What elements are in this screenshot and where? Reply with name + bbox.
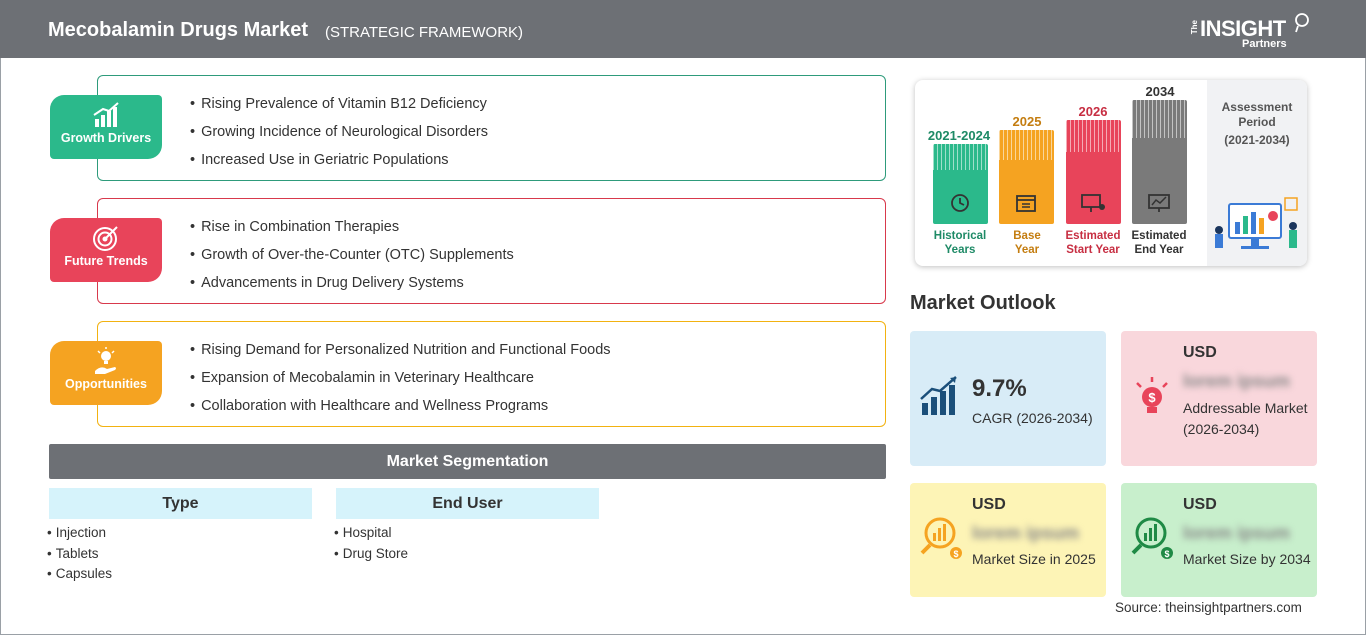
header-bar: Mecobalamin Drugs Market (STRATEGIC FRAM…	[0, 0, 1366, 58]
assessment-title-line2: Period	[1238, 115, 1276, 129]
start-year-pillar	[1066, 120, 1121, 224]
cagr-label: CAGR (2026-2034)	[972, 410, 1093, 426]
magnifier-chart-icon: $	[920, 517, 962, 559]
base-year-label-line2: Year	[1014, 244, 1040, 256]
list-item: Expansion of Mecobalamin in Veterinary H…	[190, 370, 611, 398]
end-year-label: Estimated End Year	[1119, 229, 1199, 257]
opportunities-badge: Opportunities	[50, 341, 162, 405]
base-year-label: Base Year	[987, 229, 1067, 257]
growth-drivers-box: Rising Prevalence of Vitamin B12 Deficie…	[97, 75, 886, 181]
end-year-pillar	[1132, 100, 1187, 224]
end-year-label-line2: End Year	[1134, 244, 1184, 256]
page-title: Mecobalamin Drugs Market	[48, 19, 309, 41]
end-year: 2034	[1145, 84, 1175, 99]
segment-type-list: Injection Tablets Capsules	[47, 525, 112, 587]
list-item: Collaboration with Healthcare and Wellne…	[190, 398, 611, 426]
size-2025-value: lorem ipsum	[972, 523, 1080, 543]
end-year-label-line1: Estimated	[1131, 230, 1187, 242]
page-subtitle: (STRATEGIC FRAMEWORK)	[325, 24, 524, 41]
historical-label: Historical Years	[920, 229, 1000, 257]
svg-text:$: $	[1148, 390, 1156, 405]
base-year-label-line1: Base	[1013, 230, 1041, 242]
segment-end-user-header: End User	[336, 488, 599, 519]
list-item: Growing Incidence of Neurological Disord…	[190, 124, 488, 152]
segmentation-header: Market Segmentation	[49, 444, 886, 479]
market-outlook-title: Market Outlook	[910, 292, 1056, 314]
opportunities-label: Opportunities	[65, 377, 147, 391]
list-item: Drug Store	[334, 546, 408, 567]
analytics-screen-icon	[1148, 194, 1170, 212]
history-clock-icon	[951, 194, 969, 212]
size-2034-currency: USD	[1183, 496, 1217, 513]
start-year-label-line1: Estimated	[1065, 230, 1121, 242]
logo-partners: Partners	[1242, 38, 1287, 50]
start-year: 2026	[1078, 104, 1108, 119]
list-item: Injection	[47, 525, 112, 546]
future-trends-badge: Future Trends	[50, 218, 162, 282]
logo-bulb-icon	[1295, 13, 1309, 33]
analytics-people-icon	[1215, 197, 1298, 249]
base-year-pillar	[999, 130, 1054, 224]
svg-text:$: $	[1164, 549, 1169, 559]
assessment-title: Assessment Period	[1207, 100, 1307, 130]
svg-text:$: $	[953, 549, 958, 559]
list-item: Hospital	[334, 525, 408, 546]
future-trends-label: Future Trends	[64, 254, 148, 268]
list-item: Capsules	[47, 566, 112, 587]
historical-label-line1: Historical	[933, 230, 987, 242]
lightbulb-hand-icon	[95, 347, 116, 374]
opportunities-list: Rising Demand for Personalized Nutrition…	[190, 342, 611, 426]
addressable-label: Addressable Market (2026-2034)	[1183, 400, 1308, 437]
start-year-label: Estimated Start Year	[1053, 229, 1133, 257]
dollar-bulb-icon: $	[1136, 377, 1168, 413]
logo-the: The	[1190, 20, 1199, 35]
list-item: Rising Prevalence of Vitamin B12 Deficie…	[190, 96, 488, 124]
growth-chart-icon	[93, 102, 119, 127]
size-2034-label: Market Size by 2034	[1183, 551, 1311, 567]
assessment-period: (2021-2034)	[1224, 133, 1290, 147]
future-trends-list: Rise in Combination Therapies Growth of …	[190, 219, 514, 303]
addressable-value: lorem ipsum	[1183, 371, 1291, 391]
assessment-title-line1: Assessment	[1221, 100, 1293, 114]
growth-drivers-list: Rising Prevalence of Vitamin B12 Deficie…	[190, 96, 488, 180]
target-icon	[93, 226, 118, 251]
size-2025-currency: USD	[972, 496, 1006, 513]
list-item: Increased Use in Geriatric Populations	[190, 152, 488, 180]
cagr-value: 9.7%	[972, 375, 1027, 402]
opportunities-box: Rising Demand for Personalized Nutrition…	[97, 321, 886, 427]
assessment-period-panel: Assessment Period (2021-2034)	[1207, 80, 1307, 266]
cagr-card: 9.7% CAGR (2026-2034)	[910, 331, 1106, 466]
growth-bars-icon	[920, 376, 957, 415]
magnifier-growth-icon: $	[1131, 517, 1173, 559]
source-citation: Source: theinsightpartners.com	[1115, 600, 1302, 615]
list-item: Rise in Combination Therapies	[190, 219, 514, 247]
size-2034-value: lorem ipsum	[1183, 523, 1291, 543]
list-item: Tablets	[47, 546, 112, 567]
historical-label-line2: Years	[944, 244, 976, 256]
addressable-market-card: $ USD lorem ipsum Addressable Market (20…	[1121, 331, 1317, 466]
start-year-label-line2: Start Year	[1066, 244, 1120, 256]
growth-drivers-label: Growth Drivers	[60, 131, 152, 145]
addressable-currency: USD	[1183, 344, 1217, 361]
historical-pillar	[933, 144, 988, 224]
list-item: Rising Demand for Personalized Nutrition…	[190, 342, 610, 370]
market-size-2025-card: $ USD lorem ipsum Market Size in 2025	[910, 483, 1106, 597]
logo-insight: INSIGHT	[1200, 16, 1286, 41]
growth-drivers-badge: Growth Drivers	[50, 95, 162, 159]
presentation-icon	[1081, 194, 1105, 212]
size-2025-label: Market Size in 2025	[972, 551, 1096, 567]
future-trends-box: Rise in Combination Therapies Growth of …	[97, 198, 886, 304]
list-item: Advancements in Drug Delivery Systems	[190, 275, 514, 303]
calendar-icon	[1016, 195, 1036, 212]
insight-partners-logo[interactable]: The INSIGHT Partners	[1188, 12, 1318, 52]
list-item: Growth of Over-the-Counter (OTC) Supplem…	[190, 247, 514, 275]
market-size-2034-card: $ USD lorem ipsum Market Size by 2034	[1121, 483, 1317, 597]
segment-end-user-list: Hospital Drug Store	[334, 525, 408, 566]
historical-year-range: 2021-2024	[927, 128, 991, 143]
base-year: 2025	[1012, 114, 1042, 129]
segment-type-header: Type	[49, 488, 312, 519]
